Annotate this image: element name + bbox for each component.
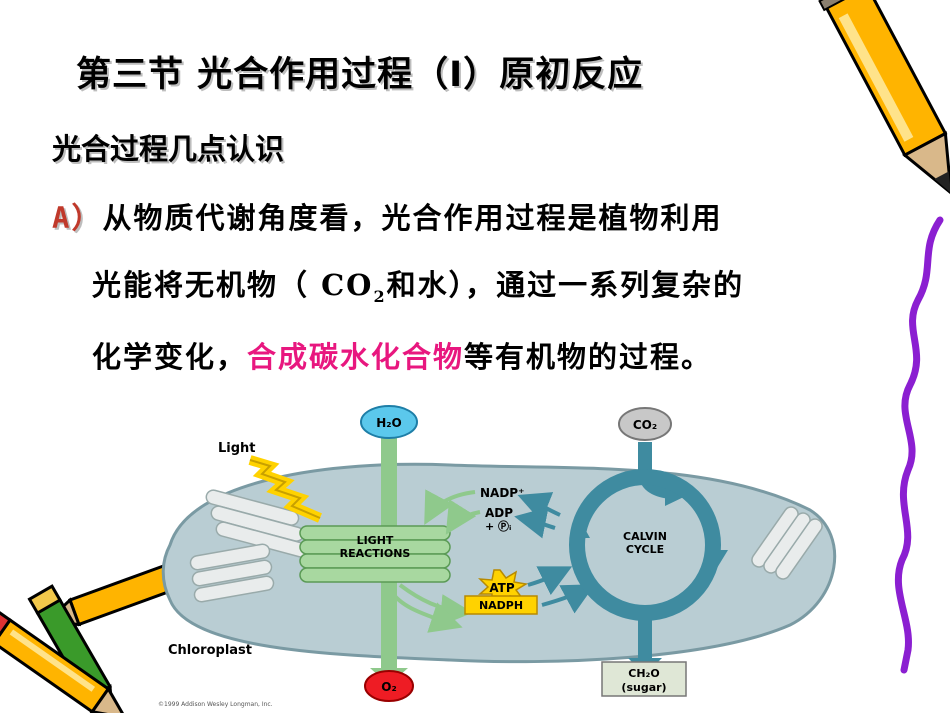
calvin-label-1: CALVIN (623, 530, 667, 543)
pencil-icon (809, 0, 950, 197)
adp-label: ADP (485, 506, 513, 520)
line3-pre: 化学变化， (92, 340, 248, 374)
sugar-node (601, 661, 687, 697)
pi-label: + Ⓟᵢ (485, 519, 511, 533)
nadph-badge (464, 595, 538, 615)
line2-sub: 2 (373, 286, 387, 306)
copyright-label: ©1999 Addison Wesley Longman, Inc. (158, 701, 273, 708)
thylakoid-stack-left (189, 489, 310, 603)
line1-text: 从物质代谢角度看，光合作用过程是植物利用 (102, 201, 723, 235)
pencil-icon (0, 607, 128, 713)
thylakoid-stack-right (751, 506, 823, 580)
co2-label: CO₂ (633, 418, 657, 432)
body-line-1: A）从物质代谢角度看，光合作用过程是植物利用 (52, 195, 722, 237)
body-line-3: 化学变化，合成碳水化合物等有机物的过程。 (92, 334, 712, 376)
light-reactions-label-1: LIGHT (357, 534, 394, 547)
line2-post: 和水），通过一系列复杂的 (386, 268, 745, 302)
body-line-2: 光能将无机物（ CO2和水），通过一系列复杂的 (92, 262, 744, 306)
sugar-label: (sugar) (621, 681, 666, 694)
photosynthesis-diagram: H₂O Light LIGHT REACTIONS NADP⁺ ADP + Ⓟᵢ… (158, 405, 837, 708)
o2-label: O₂ (381, 680, 396, 694)
slide-subtitle: 光合过程几点认识 (52, 132, 285, 166)
slide-title: 第三节 光合作用过程（Ⅰ）原初反应 (76, 55, 644, 95)
point-marker: A） (52, 201, 103, 235)
pencil-decoration-right (809, 0, 950, 674)
o2-node (364, 670, 414, 702)
highlight-text: 合成碳水化合物 (247, 340, 465, 374)
ch2o-label: CH₂O (628, 667, 659, 680)
nadph-label: NADPH (479, 599, 523, 612)
chloroplast-label: Chloroplast (168, 643, 252, 658)
co2-node (618, 407, 672, 441)
light-label: Light (218, 441, 256, 456)
h2o-node (360, 405, 418, 439)
nadp-plus-label: NADP⁺ (480, 486, 524, 500)
squiggle-line (894, 216, 944, 674)
light-reactions-label-2: REACTIONS (340, 547, 411, 560)
line3-post: 等有机物的过程。 (464, 340, 713, 374)
light-reactions-block (299, 525, 451, 583)
line2-pre: 光能将无机物（ CO (92, 268, 374, 302)
h2o-label: H₂O (376, 416, 402, 430)
atp-label: ATP (489, 581, 515, 595)
calvin-label-2: CYCLE (626, 543, 664, 556)
